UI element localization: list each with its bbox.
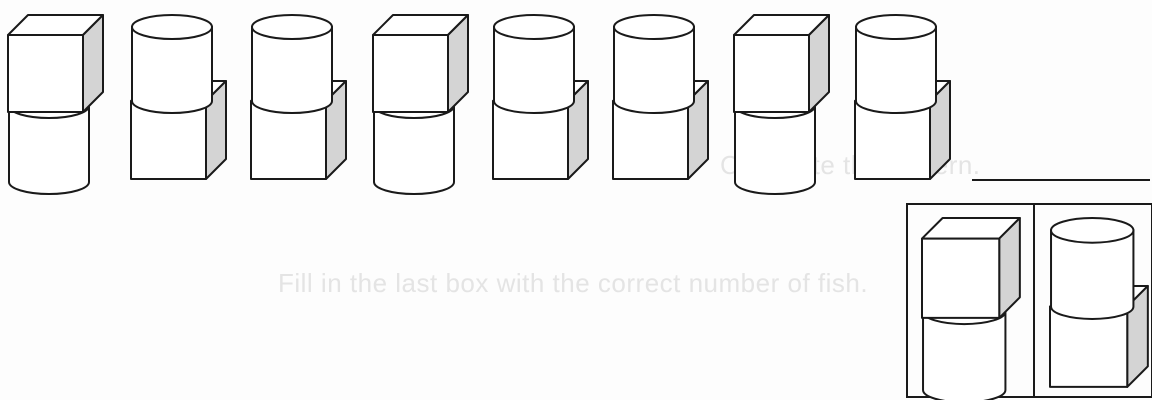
stack-cylinder-on-cube <box>493 15 588 179</box>
cylinder-shape <box>614 15 694 113</box>
pattern-sequence <box>8 15 950 194</box>
stack-cylinder-on-cube <box>1050 218 1148 387</box>
cube-shape <box>734 15 829 112</box>
stack-cube-on-cylinder <box>373 15 468 194</box>
cube-shape <box>8 15 103 112</box>
stack-cube-on-cylinder <box>734 15 829 194</box>
stack-cylinder-on-cube <box>613 15 708 179</box>
stack-cylinder-on-cube <box>855 15 950 179</box>
stack-cube-on-cylinder <box>8 15 103 194</box>
stack-cube-on-cylinder <box>922 218 1020 400</box>
cube-shape <box>922 218 1020 318</box>
stack-cylinder-on-cube <box>131 15 226 179</box>
cylinder-shape <box>494 15 574 113</box>
cylinder-shape <box>132 15 212 113</box>
cylinder-shape <box>1051 218 1133 319</box>
stack-cylinder-on-cube <box>251 15 346 179</box>
cylinder-shape <box>856 15 936 113</box>
cube-shape <box>373 15 468 112</box>
cylinder-shape <box>252 15 332 113</box>
